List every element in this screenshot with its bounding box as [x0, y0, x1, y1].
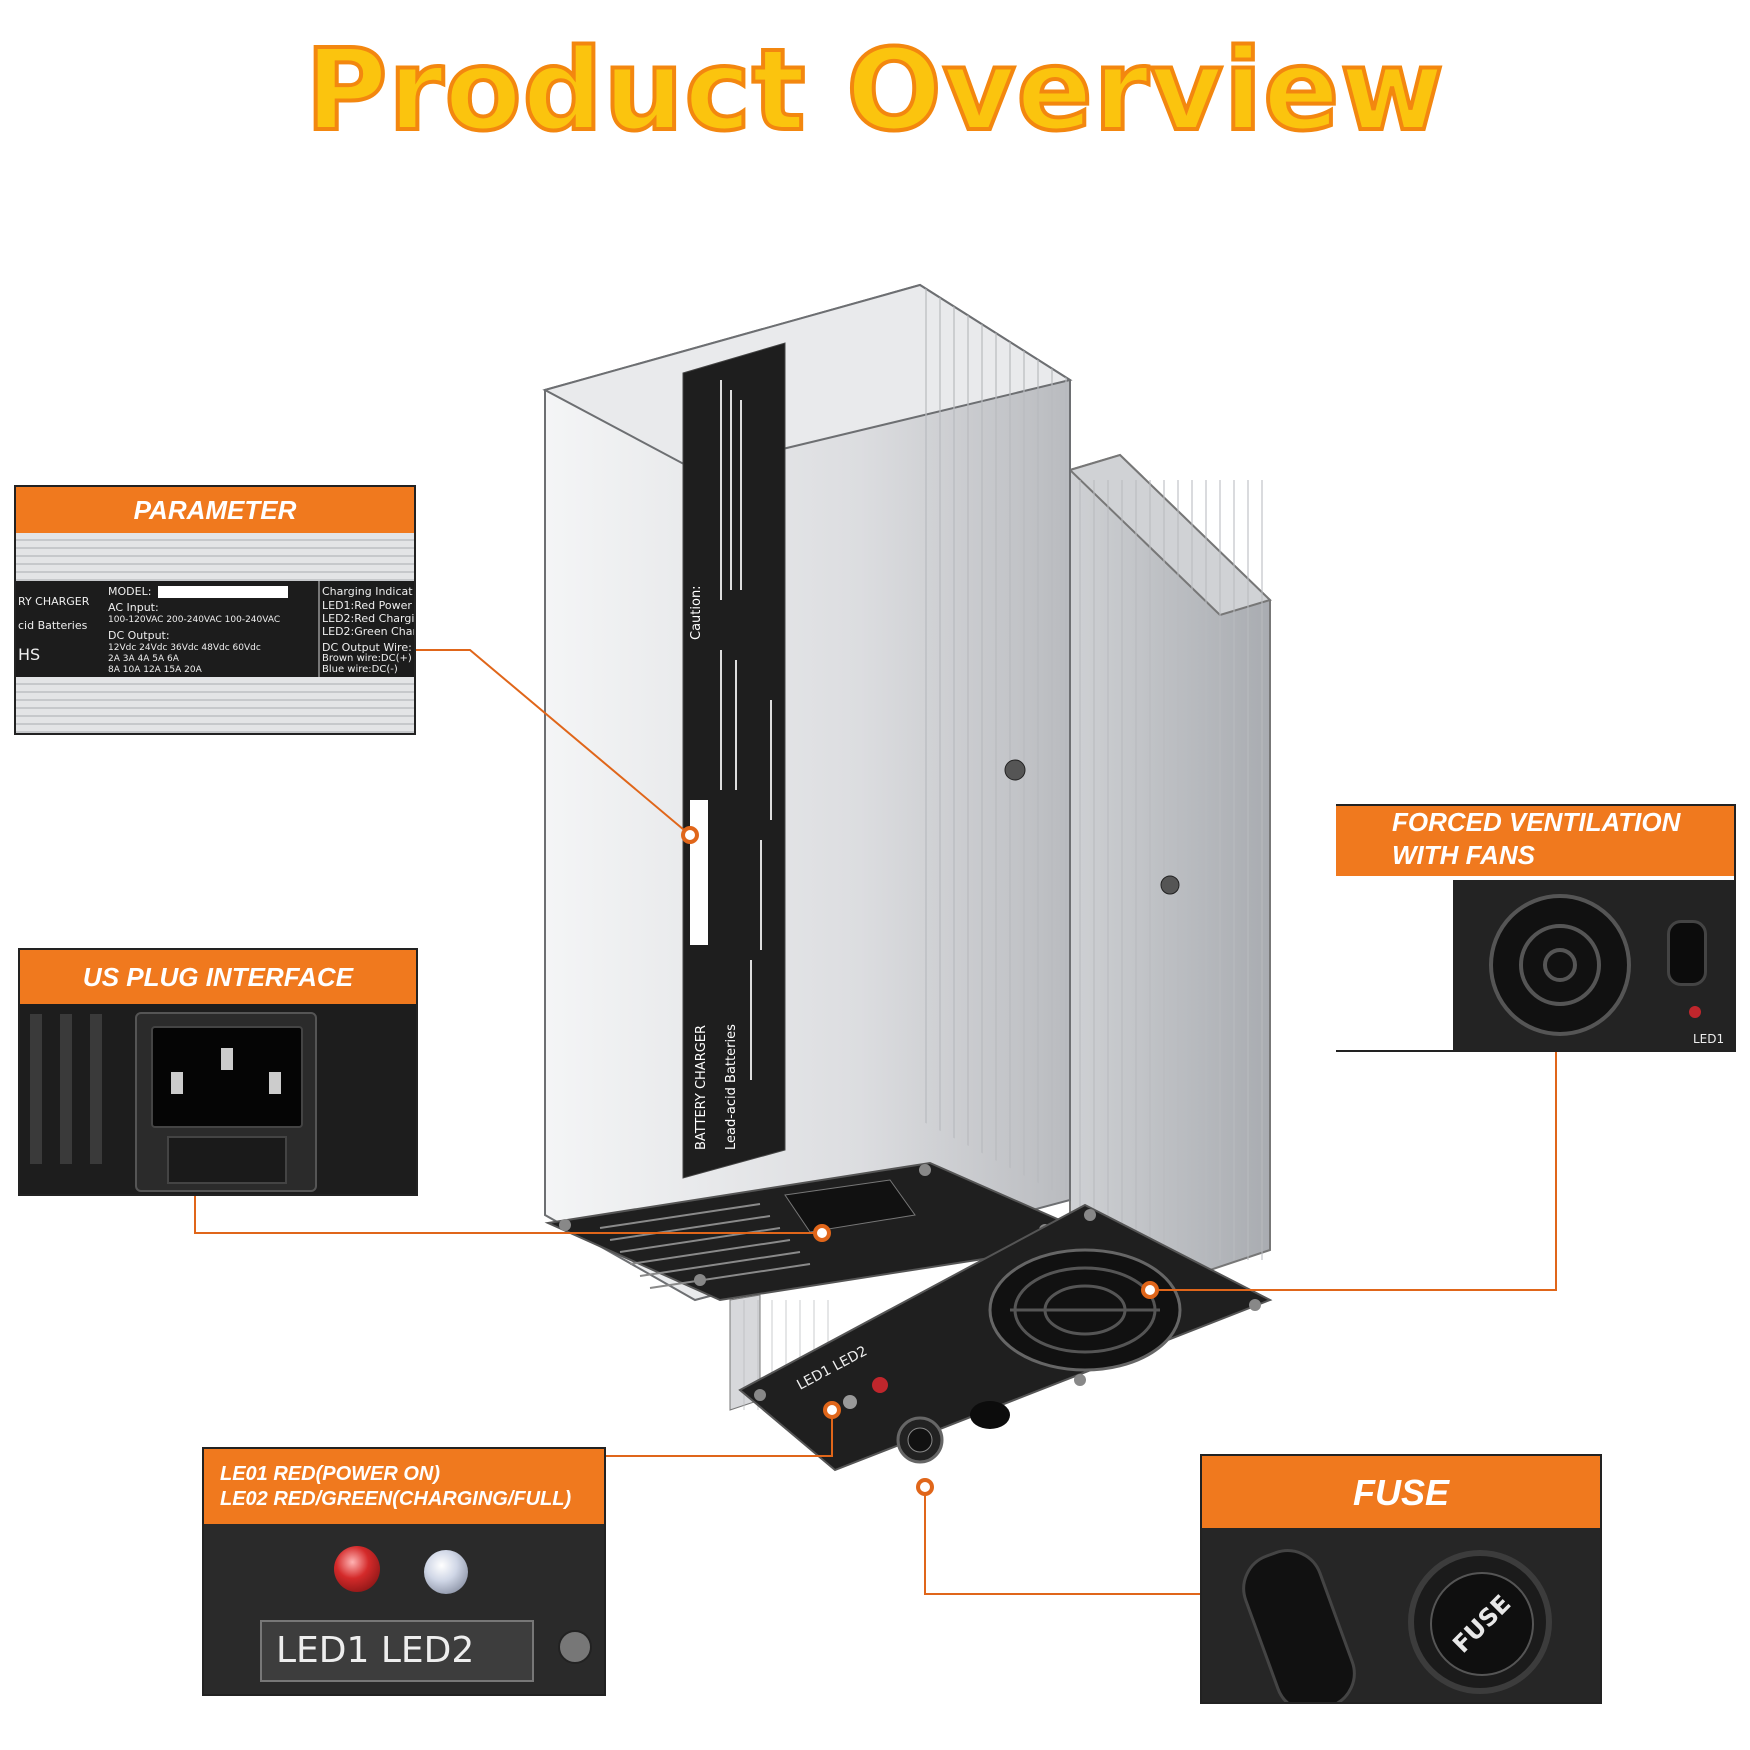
dc-cable	[1232, 1538, 1366, 1702]
parameter-label-panel: RY CHARGER cid Batteries HS MODEL: AC In…	[16, 581, 414, 677]
fuse-callout: FUSE FUSE	[1200, 1454, 1602, 1704]
fuse-holder-icon: FUSE	[1408, 1550, 1552, 1694]
ventilation-heading-line2: WITH FANS	[1392, 839, 1535, 870]
page-title: Product Overview	[303, 26, 1445, 156]
fan-panel: LED1 LED2	[738, 1203, 1273, 1472]
us-plug-callout: US PLUG INTERFACE	[18, 948, 418, 1196]
model-field-blank	[158, 586, 288, 598]
parameter-callout: PARAMETER RY CHARGER cid Batteries HS MO…	[14, 485, 416, 735]
charger-title-text: BATTERY CHARGER	[694, 1025, 709, 1150]
iec-socket	[151, 1026, 303, 1128]
led2-clear-icon	[424, 1550, 468, 1594]
ventilation-callout: FORCED VENTILATION WITH FANS LED1	[1336, 804, 1736, 1052]
led-heading: LE01 RED(POWER ON) LE02 RED/GREEN(CHARGI…	[204, 1449, 604, 1524]
fuse-image: FUSE	[1202, 1528, 1600, 1702]
screw-icon	[558, 1630, 592, 1664]
fuse-heading: FUSE	[1202, 1456, 1600, 1528]
leader-lines	[194, 649, 1557, 1595]
front-charger-body: BATTERY CHARGER Lead-acid Batteries Caut…	[542, 283, 1073, 1302]
parameter-label-image: RY CHARGER cid Batteries HS MODEL: AC In…	[16, 533, 414, 733]
fuse-drawer	[167, 1136, 287, 1184]
ventilation-heading-line1: FORCED VENTILATION	[1392, 807, 1681, 837]
ventilation-image: LED1	[1336, 876, 1734, 1050]
fan-closeup: LED1	[1453, 880, 1734, 1050]
ventilation-heading: FORCED VENTILATION WITH FANS	[1336, 806, 1734, 876]
us-plug-image	[20, 1004, 416, 1194]
led-heading-line1: LE01 RED(POWER ON)	[220, 1462, 441, 1485]
led-heading-line2: LE02 RED/GREEN(CHARGING/FULL)	[220, 1487, 572, 1510]
us-plug-heading: US PLUG INTERFACE	[20, 950, 416, 1004]
fuse-cap-text: FUSE	[1447, 1589, 1517, 1659]
caution-text: Caution:	[689, 585, 704, 640]
led-callout: LE01 RED(POWER ON) LE02 RED/GREEN(CHARGI…	[202, 1447, 606, 1696]
led-image: LED1 LED2	[204, 1524, 604, 1694]
led1-red-icon	[334, 1546, 380, 1592]
led-nameplate: LED1 LED2	[260, 1620, 534, 1682]
fan-icon	[1489, 894, 1631, 1036]
iec-inlet	[135, 1012, 317, 1192]
rear-charger-body	[1068, 453, 1272, 1302]
led-label-text: LED1 LED2	[276, 1630, 475, 1671]
charger-subtitle-text: Lead-acid Batteries	[724, 1024, 739, 1150]
parameter-heading: PARAMETER	[16, 487, 414, 533]
